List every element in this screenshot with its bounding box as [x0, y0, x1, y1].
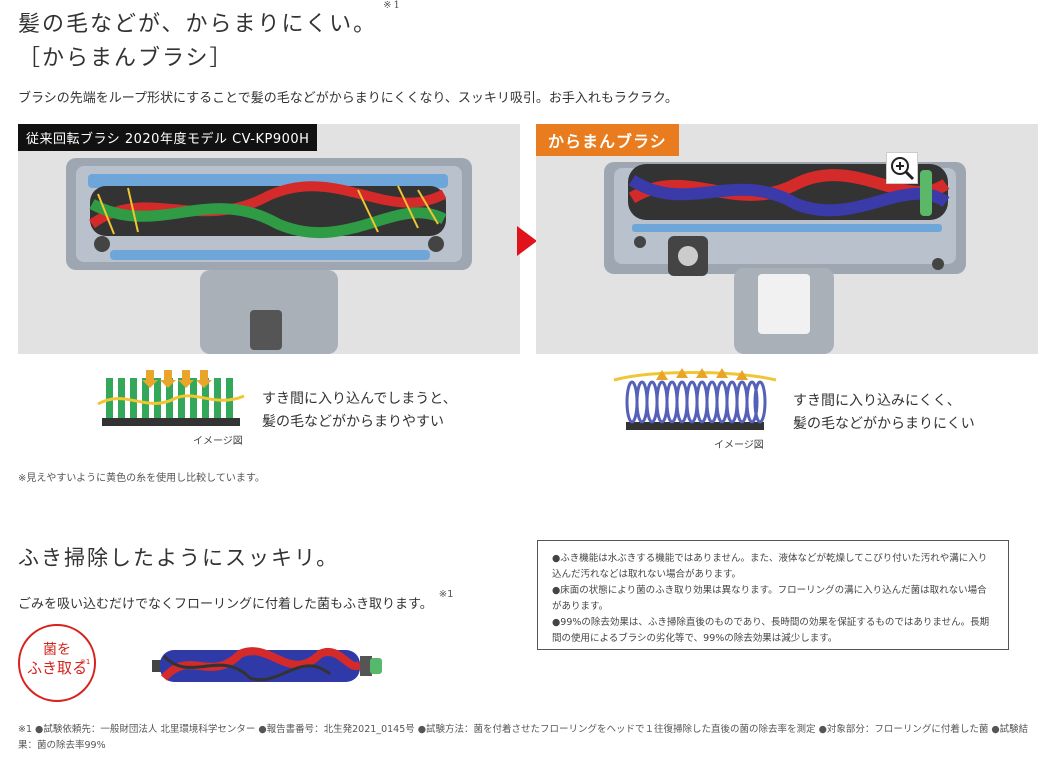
section1-subheading: ［からまんブラシ］ [18, 46, 234, 71]
karaman-brush-illustration [536, 124, 1038, 354]
conventional-desc-line1: すき間に入り込んでしまうと、 [262, 391, 457, 407]
zoom-button[interactable] [886, 152, 918, 184]
badge-line1: 菌を [43, 642, 71, 658]
right-image-caption: イメージ図 [714, 440, 764, 451]
section2-lead-text: ごみを吸い込むだけでなくフローリングに付着した菌もふき取ります。 [18, 597, 433, 612]
badge-line2: ふき取る [26, 659, 87, 677]
karaman-desc: すき間に入り込みにくく、 髪の毛などがからまりにくい [793, 390, 975, 436]
conventional-desc: すき間に入り込んでしまうと、 髪の毛などがからまりやすい [262, 388, 457, 434]
wipe-note-1: ●ふき機能は水ぶきする機能ではありません。また、液体などが乾燥してこびり付いた汚… [552, 553, 988, 580]
karaman-brush-photo: からまんブラシ [536, 124, 1038, 354]
test-footnote: ※1 ●試験依頼先：一般財団法人 北里環境科学センター ●報告書番号：北生発20… [18, 724, 1029, 751]
conventional-bristle-diagram [97, 370, 245, 426]
left-image-caption: イメージ図 [193, 436, 243, 447]
karaman-brush-label: からまんブラシ [536, 124, 679, 156]
section1-heading-text: 髪の毛などが、からまりにくい。 [18, 12, 378, 37]
conventional-brush-label: 従来回転ブラシ 2020年度モデル CV-KP900H [18, 124, 318, 151]
wipe-note-3: ●99%の除去効果は、ふき掃除直後のものであり、長時間の効果を保証するものではあ… [552, 617, 990, 644]
badge-sup: ※1 [80, 658, 91, 666]
wipe-notes-box: ●ふき機能は水ぶきする機能ではありません。また、液体などが乾燥してこびり付いた汚… [537, 540, 1009, 650]
triangle-right-icon [517, 226, 537, 256]
conventional-brush-photo: 従来回転ブラシ 2020年度モデル CV-KP900H [18, 124, 520, 354]
zoom-in-icon [891, 157, 915, 181]
karaman-bristle-diagram [613, 368, 777, 430]
section1-heading-sup: ※1 [383, 0, 402, 11]
section1-lead: ブラシの先端をループ形状にすることで髪の毛などがからまりにくくなり、スッキリ吸引… [18, 91, 678, 106]
section2-lead-sup: ※1 [438, 589, 454, 600]
comparison-note: ※見えやすいように黄色の糸を使用し比較しています。 [18, 473, 265, 484]
brush-roller-image [152, 647, 382, 682]
section1-heading: 髪の毛などが、からまりにくい。 ※1 [18, 0, 402, 38]
karaman-desc-line2: 髪の毛などがからまりにくい [793, 416, 975, 432]
karaman-desc-line1: すき間に入り込みにくく、 [793, 393, 961, 409]
wipe-bacteria-badge: 菌を ふき取る ※1 [18, 624, 96, 702]
conventional-desc-line2: 髪の毛などがからまりやすい [262, 414, 444, 430]
section2-lead: ごみを吸い込むだけでなくフローリングに付着した菌もふき取ります。 ※1 [18, 589, 453, 612]
section2-heading: ふき掃除したようにスッキリ。 [18, 546, 340, 570]
wipe-note-2: ●床面の状態により菌のふき取り効果は異なります。フローリングの溝に入り込んだ菌は… [552, 585, 987, 612]
conventional-brush-illustration [18, 124, 520, 354]
